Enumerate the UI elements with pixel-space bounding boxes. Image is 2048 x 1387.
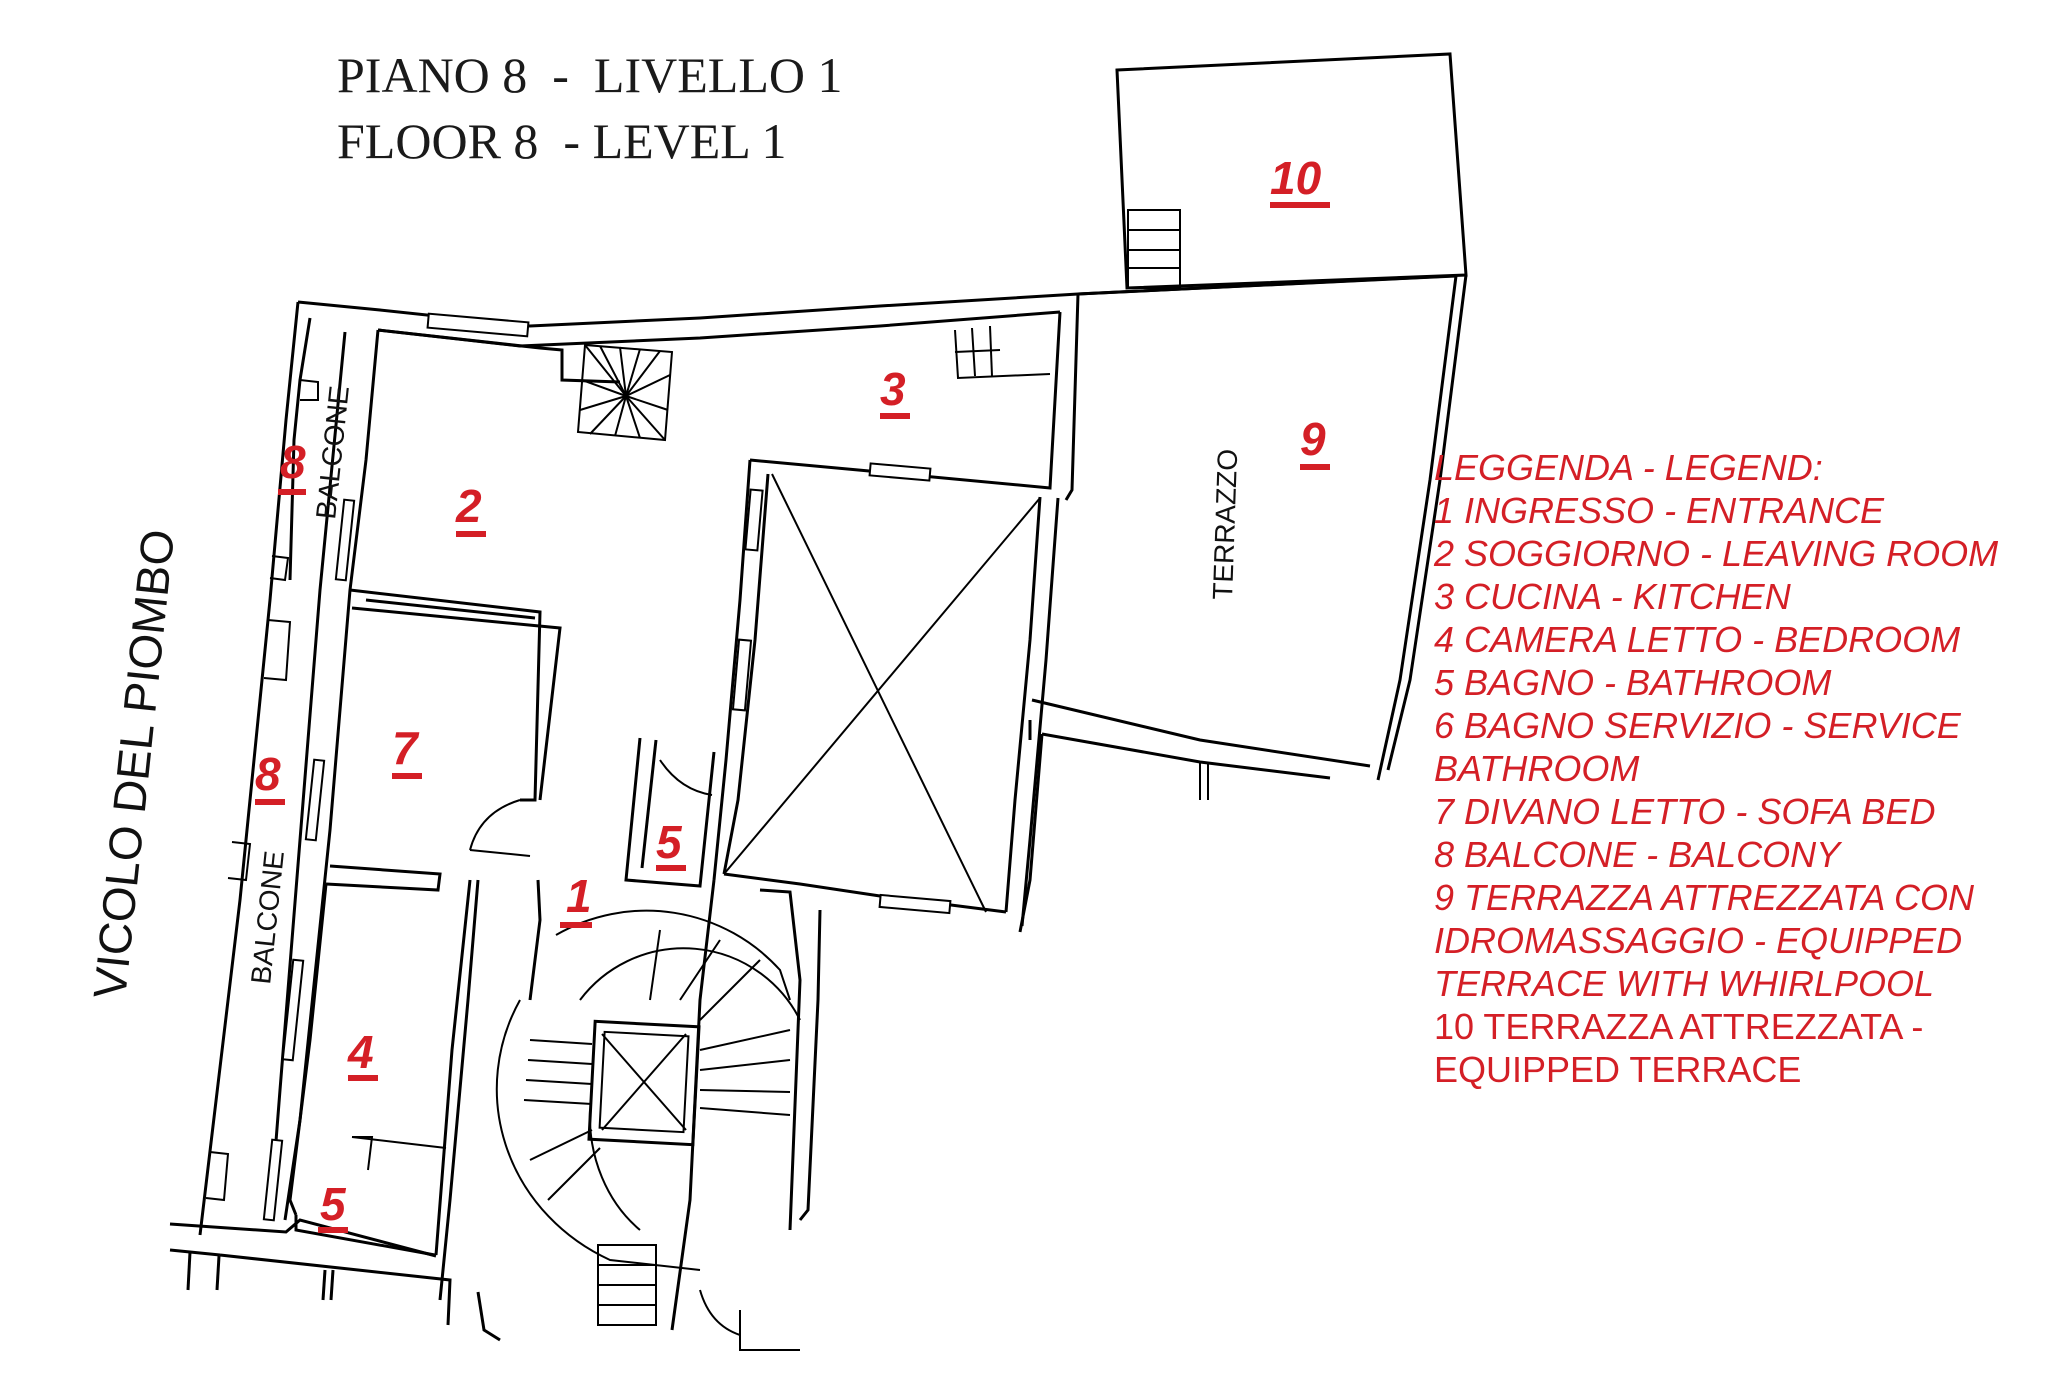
- west-balcony-walls: [198, 301, 380, 1236]
- legend: LEGGENDA - LEGEND: 1 INGRESSO - ENTRANCE…: [1434, 446, 1998, 1091]
- legend-title: LEGGENDA - LEGEND:: [1434, 447, 1823, 488]
- legend-item-4: 4 CAMERA LETTO - BEDROOM: [1434, 619, 1961, 660]
- legend-item-9-cont: IDROMASSAGGIO - EQUIPPED: [1434, 920, 1963, 961]
- street-label: VICOLO DEL PIOMBO: [83, 527, 184, 1001]
- room-number-5-upper: 5: [656, 816, 686, 871]
- legend-item-10: 10 TERRAZZA ATTREZZATA -: [1434, 1006, 1924, 1047]
- legend-item-6-cont: BATHROOM: [1434, 748, 1640, 789]
- south-walls: [169, 1218, 800, 1351]
- corridor-walls: [438, 879, 822, 1331]
- room-number-7: 7: [392, 722, 422, 779]
- light-well: [712, 459, 1060, 927]
- svg-text:9: 9: [1300, 413, 1326, 465]
- room-number-9: 9: [1300, 413, 1330, 470]
- room-number-3: 3: [880, 363, 910, 419]
- svg-text:7: 7: [392, 722, 420, 774]
- room-number-10: 10: [1270, 152, 1330, 208]
- floor-title-english: FLOOR 8 - LEVEL 1: [337, 113, 787, 169]
- terrace-9-outline: [1018, 274, 1468, 933]
- room-number-8-top: 8: [278, 436, 306, 495]
- room-number-5-lower: 5: [318, 1178, 348, 1233]
- balcony-label-bottom: BALCONE: [245, 849, 290, 985]
- main-staircase: [495, 909, 801, 1326]
- svg-text:5: 5: [656, 816, 683, 868]
- legend-item-5: 5 BAGNO - BATHROOM: [1434, 662, 1832, 703]
- legend-item-7: 7 DIVANO LETTO - SOFA BED: [1434, 791, 1936, 832]
- svg-text:1: 1: [566, 870, 592, 922]
- room-number-4: 4: [347, 1026, 378, 1081]
- legend-item-9: 9 TERRAZZA ATTREZZATA CON: [1434, 877, 1974, 918]
- room-number-8-bottom: 8: [255, 748, 285, 805]
- svg-text:4: 4: [347, 1026, 374, 1078]
- room-number-2: 2: [455, 480, 486, 537]
- legend-item-10-cont: EQUIPPED TERRACE: [1434, 1049, 1802, 1090]
- legend-item-2: 2 SOGGIORNO - LEAVING ROOM: [1434, 533, 1999, 574]
- legend-item-9-cont2: TERRACE WITH WHIRLPOOL: [1434, 963, 1935, 1004]
- sofa-bed-room-walls: [325, 606, 562, 892]
- svg-text:3: 3: [880, 363, 906, 415]
- legend-item-6: 6 BAGNO SERVIZIO - SERVICE: [1434, 705, 1961, 746]
- room-number-1: 1: [560, 870, 592, 928]
- north-wall: [297, 274, 1451, 348]
- svg-text:2: 2: [455, 480, 482, 532]
- living-room-walls: [349, 328, 674, 802]
- legend-item-1: 1 INGRESSO - ENTRANCE: [1434, 490, 1885, 531]
- floor-title-italian: PIANO 8 - LIVELLO 1: [337, 47, 843, 103]
- legend-item-3: 3 CUCINA - KITCHEN: [1434, 576, 1791, 617]
- svg-text:8: 8: [280, 436, 306, 488]
- svg-text:8: 8: [255, 748, 281, 800]
- kitchen-walls: [749, 293, 1080, 501]
- bedroom-walls: [288, 879, 472, 1257]
- svg-text:5: 5: [320, 1178, 347, 1230]
- bathroom-upper-walls: [624, 737, 716, 888]
- terrace-label: TERRAZZO: [1207, 448, 1243, 600]
- legend-item-8: 8 BALCONE - BALCONY: [1434, 834, 1841, 875]
- svg-text:10: 10: [1270, 152, 1322, 204]
